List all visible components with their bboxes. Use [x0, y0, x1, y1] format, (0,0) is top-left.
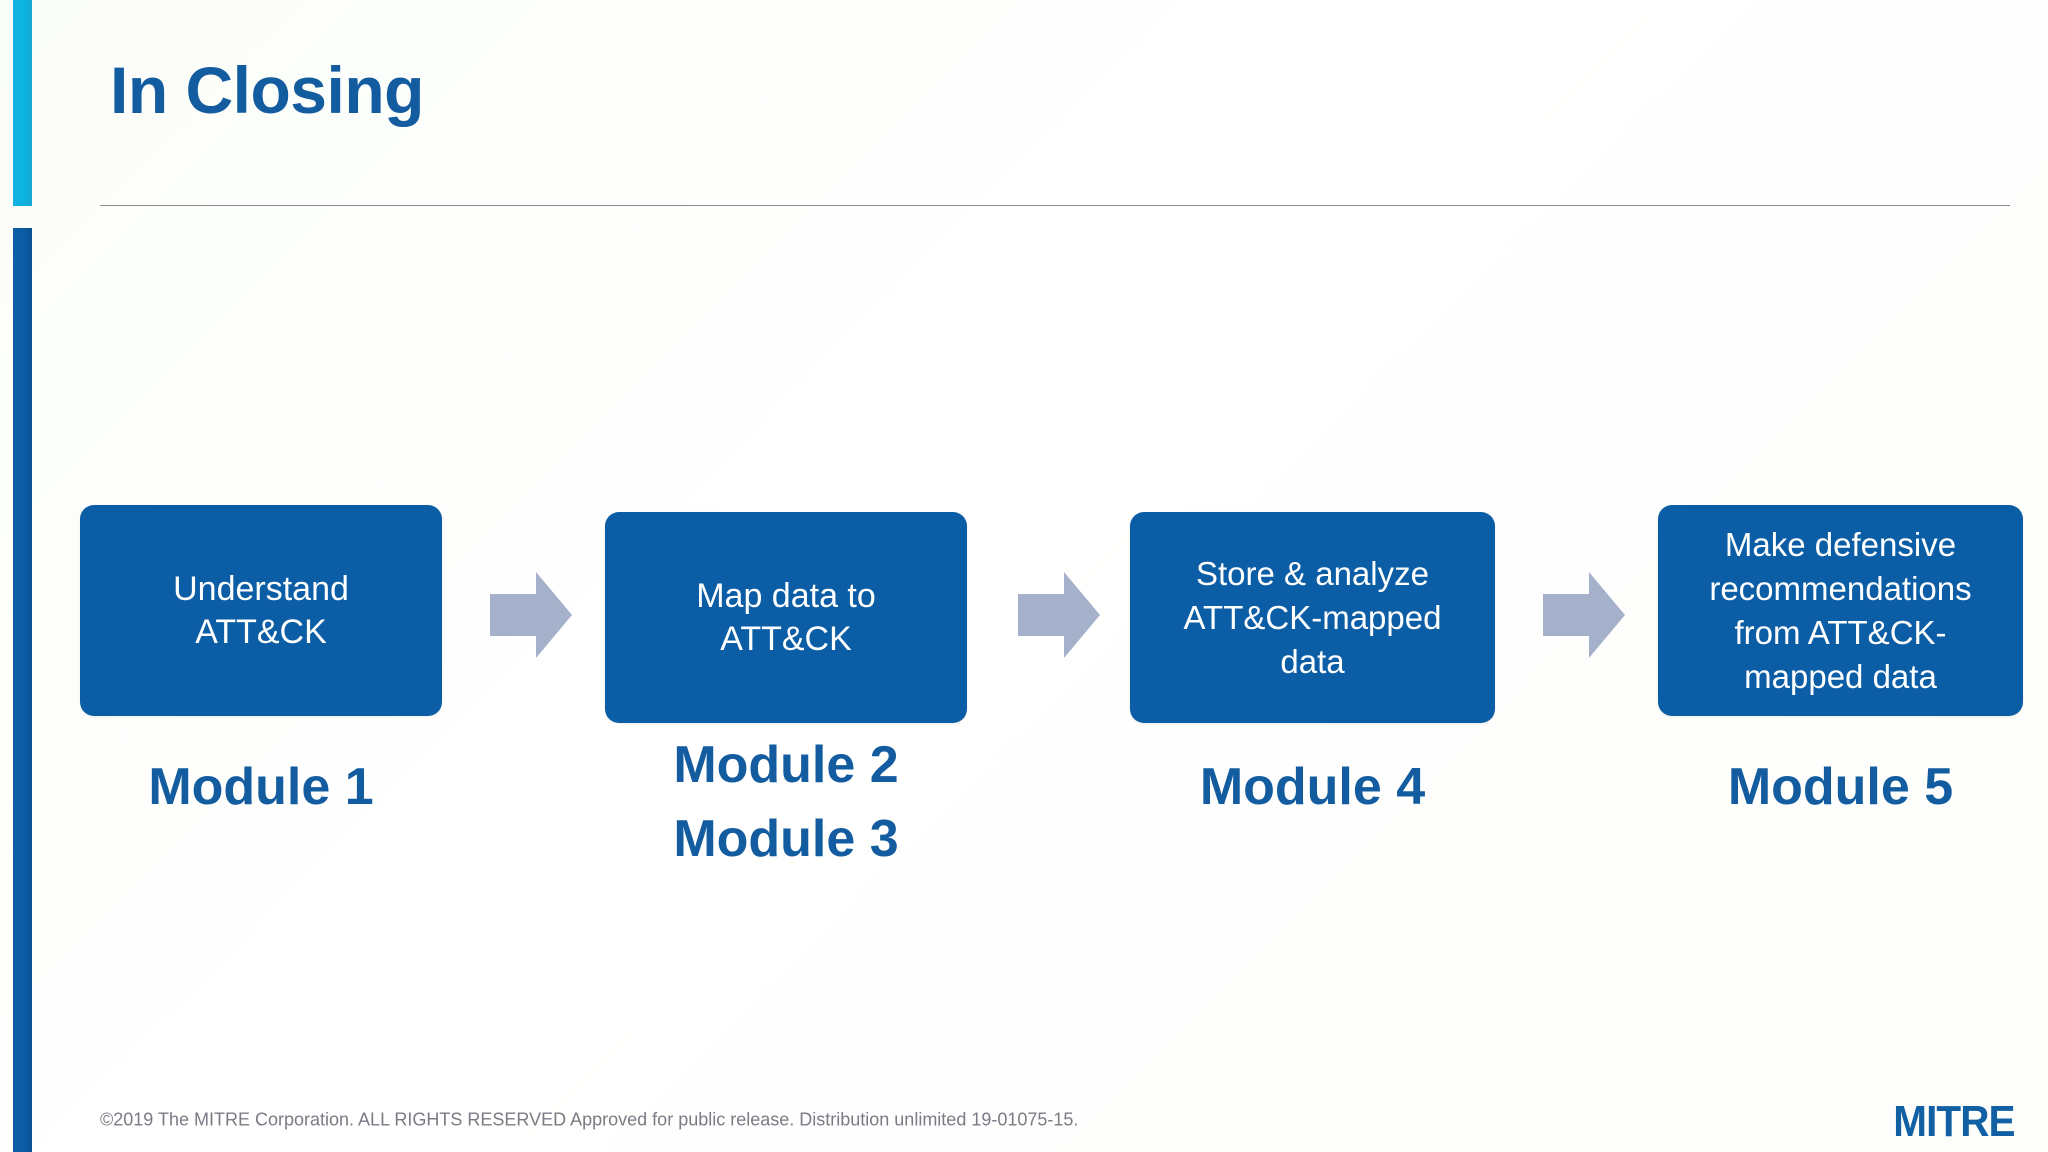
accent-bar-cyan: [13, 0, 32, 206]
module-label-4: Module 5: [1727, 758, 1954, 816]
arrow-right-icon: [1018, 572, 1100, 658]
flow-node-2[interactable]: Map data to ATT&CK: [605, 512, 967, 723]
page-title: In Closing: [110, 53, 424, 127]
flow-node-1-label: Understand ATT&CK: [173, 569, 349, 651]
arrow-right-icon: [1543, 572, 1625, 658]
flow-node-3[interactable]: Store & analyze ATT&CK-mapped data: [1130, 512, 1495, 723]
module-label-1: Module 1: [148, 758, 374, 816]
flow-node-3-label: Store & analyze ATT&CK-mapped data: [1183, 554, 1442, 680]
flow-node-4-label: Make defensive recommendations from ATT&…: [1709, 525, 1972, 695]
mitre-logo: MITRE: [1888, 1097, 2020, 1147]
title-divider: [100, 205, 2010, 206]
mitre-logo-text: MITRE: [1893, 1097, 2015, 1146]
flow-node-4[interactable]: Make defensive recommendations from ATT&…: [1658, 505, 2023, 716]
arrow-right-icon: [490, 572, 572, 658]
accent-bar-blue: [13, 228, 32, 1152]
module-label-3: Module 4: [1199, 758, 1426, 816]
flow-node-2-label: Map data to ATT&CK: [696, 576, 876, 658]
flow-node-1[interactable]: Understand ATT&CK: [80, 505, 442, 716]
copyright-notice: ©2019 The MITRE Corporation. ALL RIGHTS …: [100, 1109, 1079, 1130]
module-label-2: Module 2 Module 3: [673, 736, 899, 868]
